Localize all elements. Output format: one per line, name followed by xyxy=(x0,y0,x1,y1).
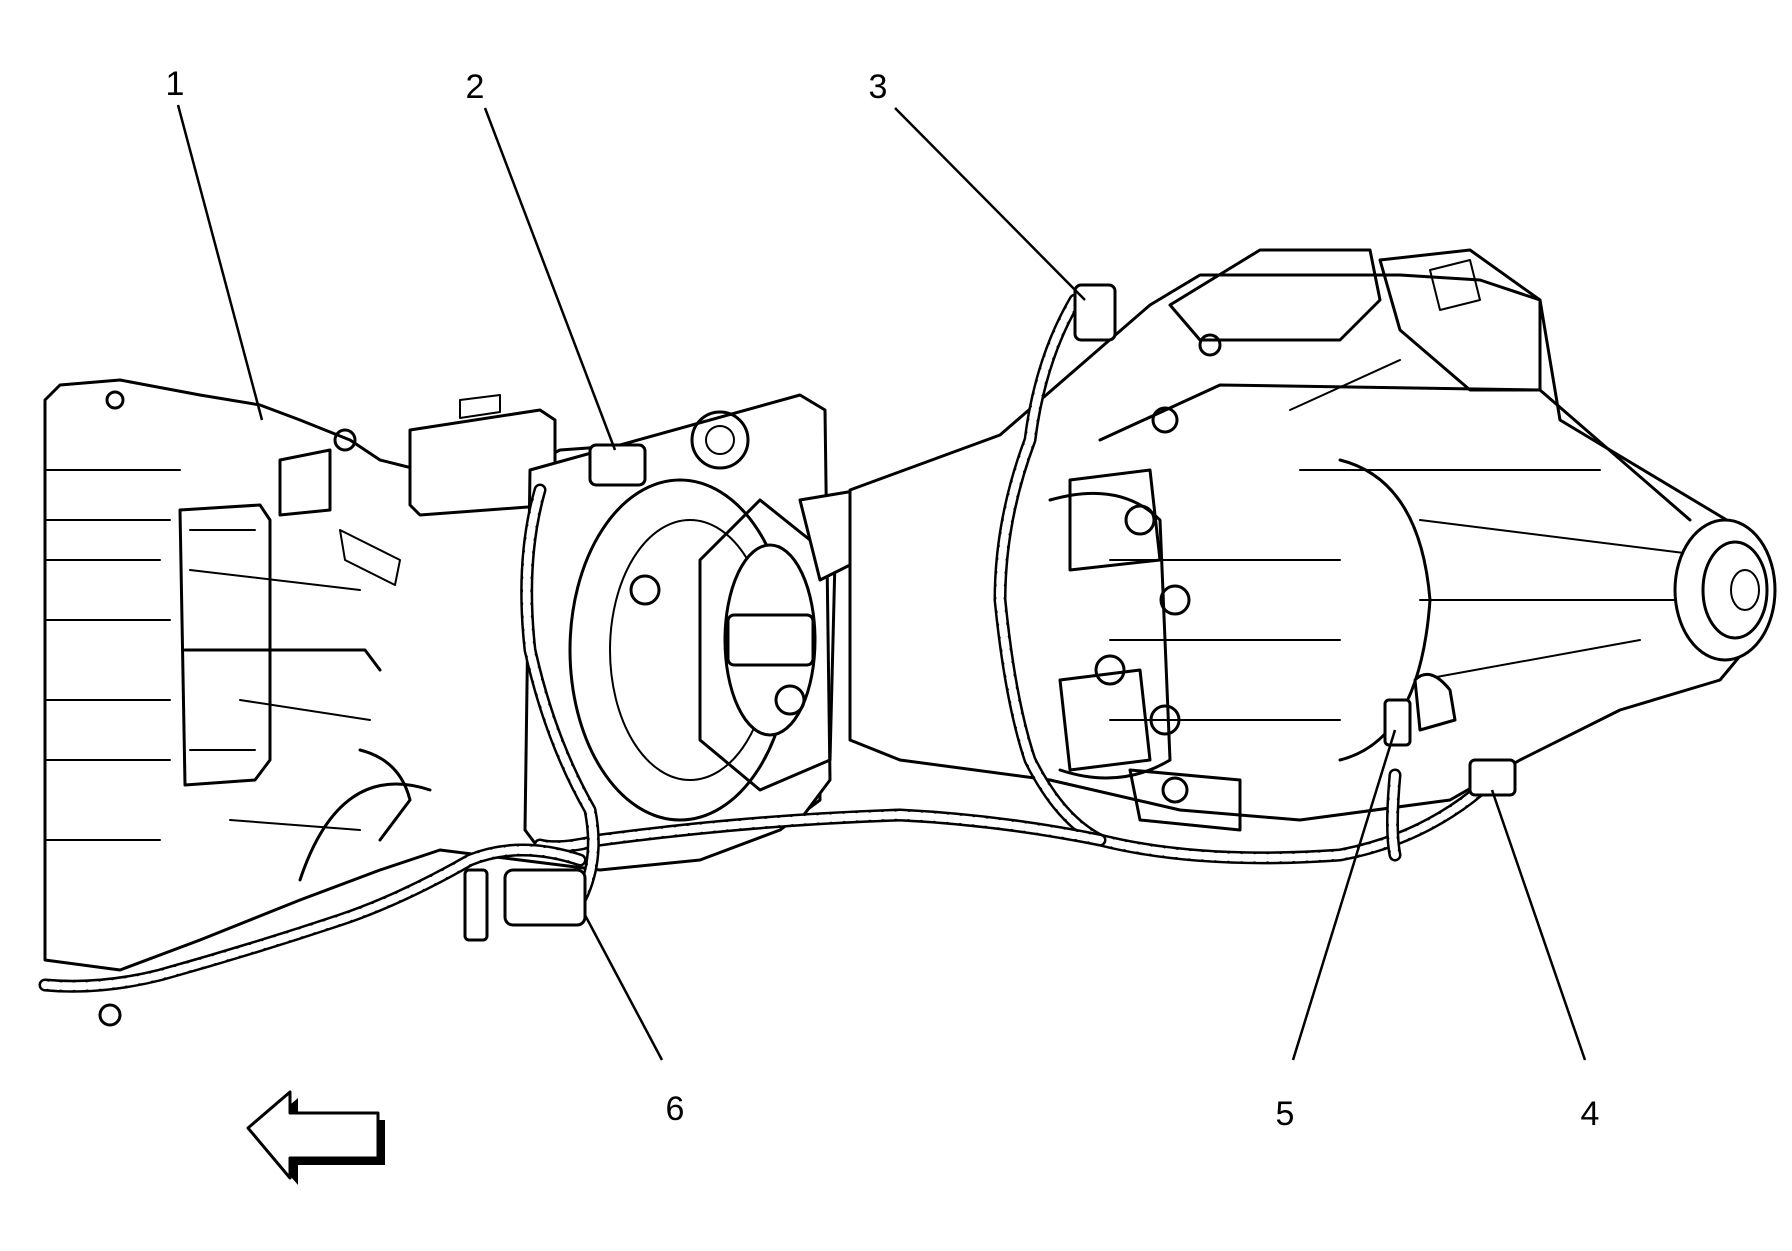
leader-4 xyxy=(1490,789,1587,1061)
leader-2 xyxy=(483,107,617,451)
callout-6: 6 xyxy=(666,1090,685,1128)
callout-numbers: 1 2 3 4 5 6 xyxy=(166,65,1600,1133)
transfer-case xyxy=(848,248,1772,832)
control-module xyxy=(408,394,557,517)
adapter-housing xyxy=(523,393,837,852)
leader-lines xyxy=(176,104,1587,1061)
callout-2: 2 xyxy=(466,68,485,106)
wiring-harness xyxy=(38,293,1487,993)
leader-3 xyxy=(894,107,1086,301)
callout-1: 1 xyxy=(166,65,185,103)
front-direction-arrow-icon xyxy=(246,1090,385,1185)
connectors xyxy=(98,283,1517,1027)
output-yoke xyxy=(1673,518,1777,662)
connector-5 xyxy=(1383,698,1412,747)
connector-6 xyxy=(503,868,587,927)
sensor-6 xyxy=(463,868,489,942)
leader-1 xyxy=(176,104,264,421)
leader-5 xyxy=(1291,729,1397,1061)
callout-3: 3 xyxy=(869,68,888,106)
leader-6 xyxy=(583,914,664,1061)
connector-3 xyxy=(1073,283,1117,342)
speed-sensor xyxy=(1413,672,1457,732)
connector-2 xyxy=(588,443,647,487)
connector-4 xyxy=(1468,758,1517,797)
callout-5: 5 xyxy=(1276,1095,1295,1133)
callout-4: 4 xyxy=(1581,1095,1600,1133)
